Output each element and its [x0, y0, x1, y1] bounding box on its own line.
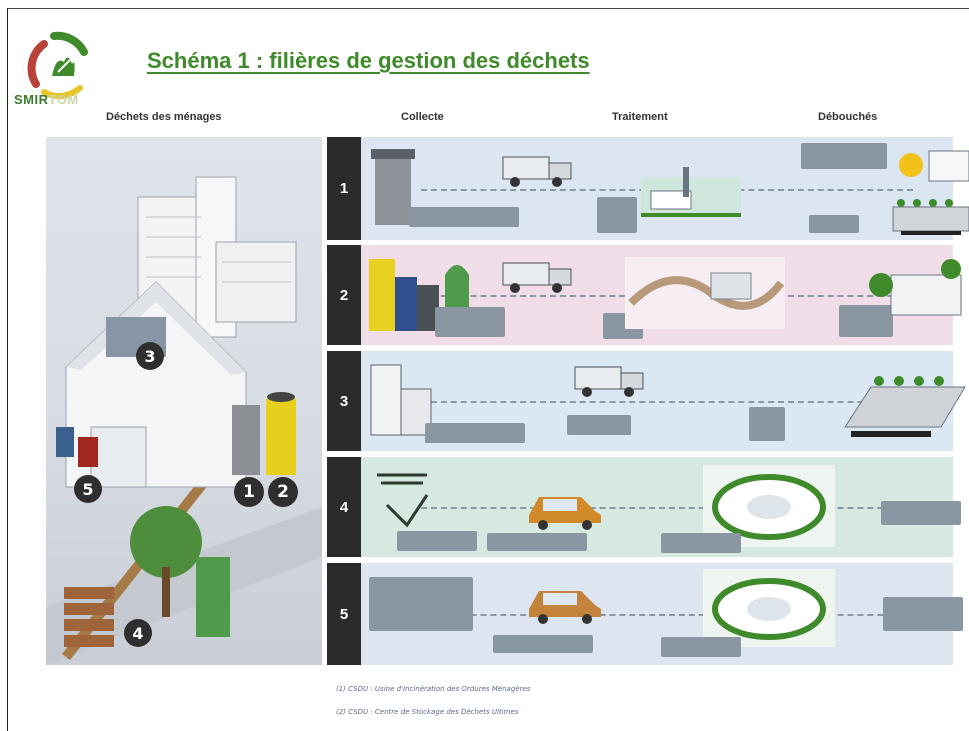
debouche-tag [883, 597, 963, 631]
landfill-icon [892, 199, 969, 235]
transport-tag [493, 635, 593, 653]
row-number: 2 [327, 245, 361, 345]
collecte-tag [369, 577, 473, 631]
stream-row-2: 2 [327, 245, 962, 345]
stream-row-5: 5 [327, 563, 963, 665]
row-band [361, 457, 961, 557]
column-header-collecte: Collecte [401, 111, 444, 123]
frame-left-border [7, 8, 8, 731]
debouche-tag [881, 501, 961, 525]
truck-icon [502, 156, 572, 187]
logo-wordmark: SMIRTOM [14, 92, 79, 107]
marker-1: 1 [234, 477, 264, 507]
row-number: 1 [327, 137, 361, 240]
stream-row-1: 1 [327, 137, 969, 240]
marker-4: 4 [124, 619, 152, 647]
sorting-center-icon [625, 257, 785, 329]
row-band [361, 351, 966, 451]
traitement-tag [597, 197, 637, 233]
smirtom-logo-icon [27, 31, 88, 100]
stream-row-3: 3 [327, 351, 966, 451]
car-icon [529, 497, 601, 530]
collecte-tag [409, 207, 519, 227]
column-header-traitement: Traitement [612, 111, 668, 123]
row-band [361, 563, 963, 665]
collecte-tag [397, 531, 477, 551]
recycling-center-icon [703, 465, 835, 547]
flow-line [421, 507, 913, 509]
marker-2: 2 [268, 477, 298, 507]
landfill-cell-icon [844, 376, 966, 437]
debouche-tag-2 [809, 215, 859, 233]
recycling-center-icon [703, 569, 835, 647]
traitement-tag [567, 415, 631, 435]
car-icon [529, 591, 601, 624]
stream-row-4: 4 [327, 457, 961, 557]
legend-note-2: (2) CSDU : Centre de Stockage des Déchet… [336, 708, 519, 716]
house-scene-icon [46, 176, 322, 665]
waste-streams: 1 2 3 [327, 137, 969, 665]
frame-top-border [7, 8, 969, 9]
legend-note-1: (1) CSDU : Usine d'Incinération des Ordu… [336, 685, 531, 693]
flow-line [421, 614, 913, 616]
green-waste-icon [377, 473, 429, 528]
row-band [361, 245, 962, 345]
truck-icon [502, 262, 572, 293]
flow-line [421, 401, 913, 403]
column-header-debouches: Débouchés [818, 111, 878, 123]
collecte-tag [435, 307, 505, 337]
household-illustration: 3 1 2 5 4 [46, 137, 322, 665]
row-band [361, 137, 969, 240]
row-number: 5 [327, 563, 361, 665]
debouche-tag [839, 305, 893, 337]
debouche-tag [749, 407, 785, 441]
incinerator-icon [641, 167, 741, 217]
marker-5: 5 [74, 475, 102, 503]
traitement-tag [661, 637, 741, 657]
debouche-tag-1 [801, 143, 887, 169]
row-number: 3 [327, 351, 361, 451]
bin-icon [371, 149, 415, 225]
collecte-tag [425, 423, 525, 443]
truck-icon [574, 366, 644, 397]
traitement-tag [661, 533, 741, 553]
marker-3: 3 [136, 342, 164, 370]
row-number: 4 [327, 457, 361, 557]
page-title: Schéma 1 : filières de gestion des déche… [147, 48, 590, 73]
energy-icon [899, 150, 969, 182]
column-header-menages: Déchets des ménages [106, 111, 222, 123]
recycling-plant-icon [869, 259, 962, 316]
transport-tag [487, 533, 587, 551]
